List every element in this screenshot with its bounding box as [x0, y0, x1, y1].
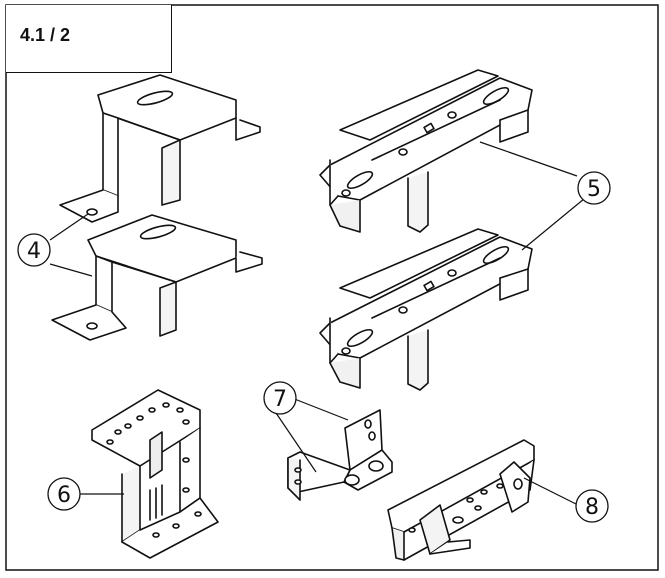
rail-bracket-5-lower [319, 228, 533, 391]
callout-7-circle [263, 381, 297, 415]
l-bracket-7 [287, 409, 393, 501]
leader-4b [49, 263, 93, 277]
leader-8 [523, 477, 577, 505]
angle-bracket-6 [91, 389, 219, 559]
outer-border [5, 4, 659, 571]
callout-5-circle [577, 171, 611, 205]
leader-5a [479, 141, 578, 177]
leader-7a [273, 409, 317, 473]
callout-6-circle [47, 477, 81, 511]
mounting-plate-8 [387, 439, 535, 561]
callout-6-label: 6 [57, 483, 71, 508]
step-box: 4.1 / 2 [6, 5, 172, 73]
callout-8-circle [575, 489, 609, 523]
callout-8-label: 8 [585, 495, 599, 520]
rail-bracket-5-upper [319, 69, 533, 233]
leader-5b [521, 193, 591, 251]
step-label: 4.1 / 2 [20, 25, 71, 45]
callout-7-label: 7 [273, 387, 287, 412]
leader-7b [291, 397, 349, 421]
callout-5-label: 5 [587, 177, 601, 202]
leader-4a [49, 213, 89, 241]
bracket-4-upper [59, 74, 261, 223]
callout-4-label: 4 [27, 239, 41, 264]
callout-4-circle [17, 233, 51, 267]
bracket-4-lower [51, 214, 263, 341]
